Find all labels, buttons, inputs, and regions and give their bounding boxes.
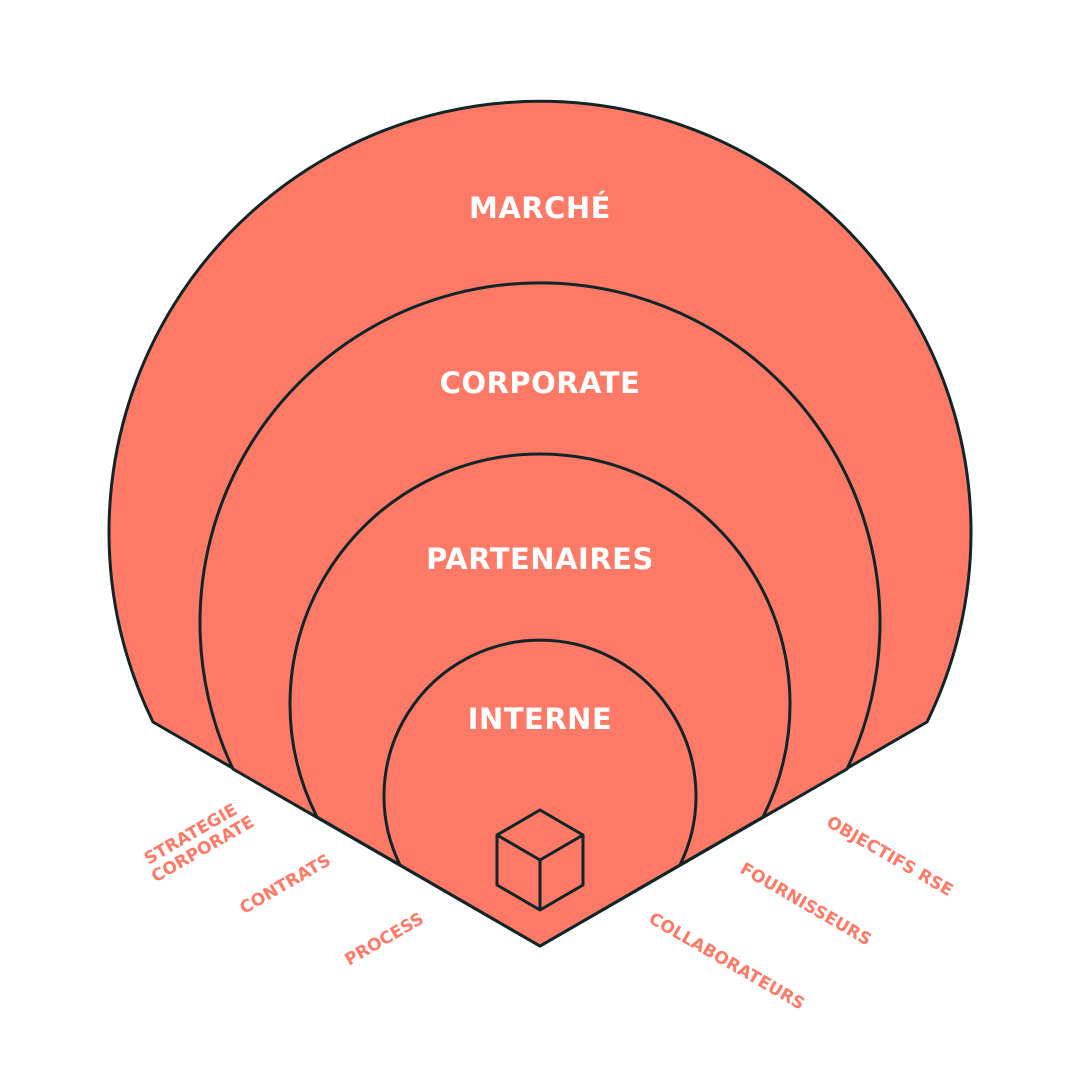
label-collaborateurs: COLLABORATEURS xyxy=(645,909,808,1015)
label-process: PROCESS xyxy=(341,909,427,970)
ring-label-interne: INTERNE xyxy=(468,702,613,736)
ring-label-marche: MARCHÉ xyxy=(469,191,611,225)
label-contrats: CONTRATS xyxy=(237,851,335,919)
label-objectifs-rse: OBJECTIFS RSE xyxy=(823,812,956,901)
ring-label-partenaires: PARTENAIRES xyxy=(426,542,654,576)
label-strategie-corporate: STRATEGIE CORPORATE xyxy=(139,796,258,887)
ring-label-corporate: CORPORATE xyxy=(440,366,641,400)
cube-icon xyxy=(495,808,585,912)
ring-interne xyxy=(382,638,698,948)
label-fournisseurs: FOURNISSEURS xyxy=(736,859,874,950)
